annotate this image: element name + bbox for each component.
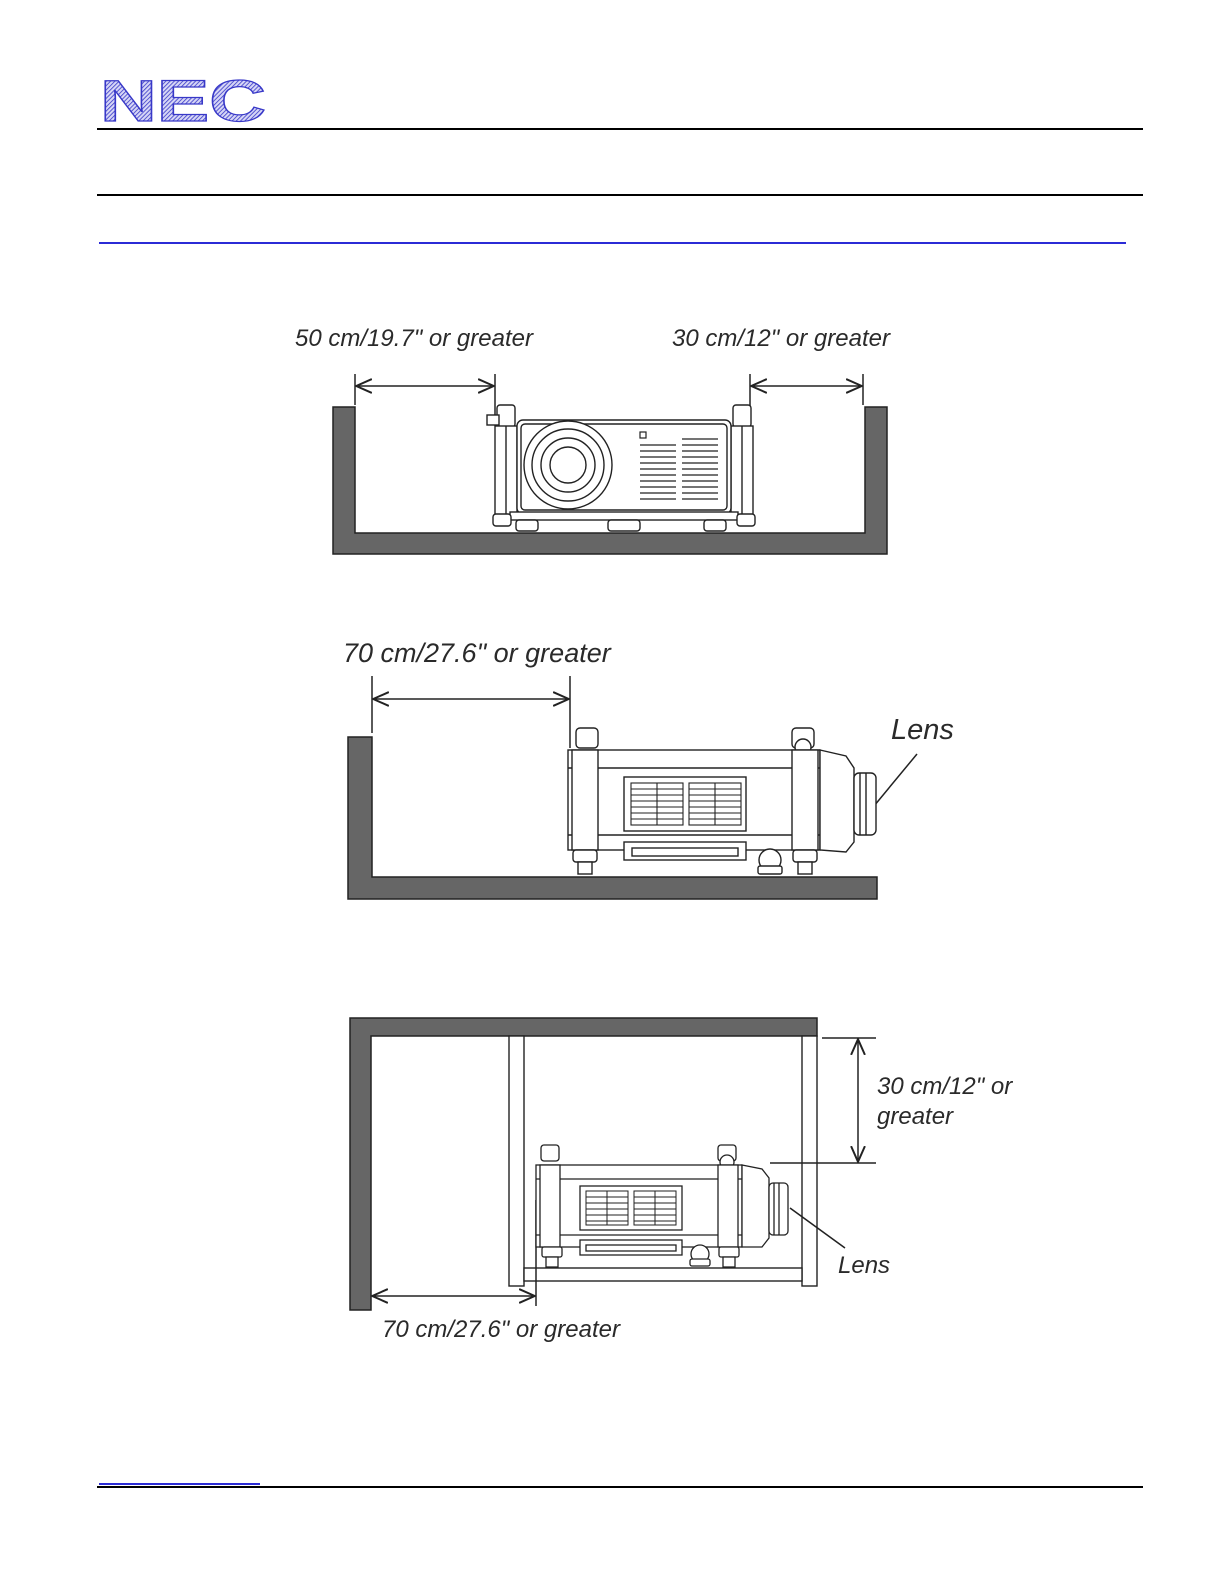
front-view-diagram: 50 cm/19.7" or greater 30 cm/12" or grea… bbox=[295, 325, 891, 554]
side-lens-icon bbox=[854, 773, 876, 835]
side-view-diagram: 70 cm/27.6" or greater Lens bbox=[343, 638, 954, 899]
projector-side-view bbox=[568, 728, 876, 874]
lens-label: Lens bbox=[891, 714, 954, 746]
cabinet-lens-label: Lens bbox=[838, 1252, 890, 1279]
left-clearance-label: 50 cm/19.7" or greater bbox=[295, 325, 534, 352]
projector-cabinet-view bbox=[536, 1145, 788, 1267]
cabinet-view-diagram: 30 cm/12" or greater 70 cm/27.6" or grea… bbox=[350, 1018, 1013, 1343]
cabinet-enclosure bbox=[350, 1018, 817, 1310]
projector-front-view bbox=[487, 405, 755, 531]
rear-clearance-label: 70 cm/27.6" or greater bbox=[343, 638, 612, 668]
right-clearance-label: 30 cm/12" or greater bbox=[672, 325, 891, 352]
top-clearance-label-line1: 30 cm/12" or bbox=[877, 1073, 1013, 1100]
top-clearance-label-line2: greater bbox=[877, 1103, 954, 1130]
lens-leader-line bbox=[874, 754, 917, 806]
cabinet-rear-clearance-label: 70 cm/27.6" or greater bbox=[382, 1316, 621, 1343]
